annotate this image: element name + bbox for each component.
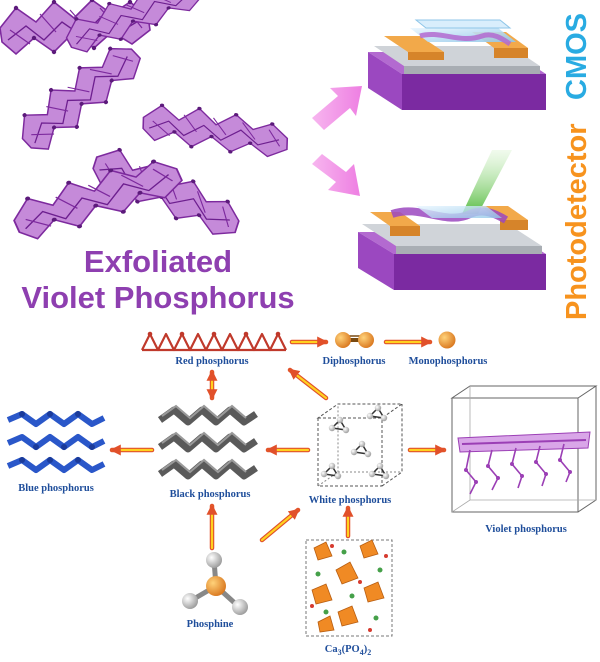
white-phosphorus-structure [316,403,404,487]
phosphine-structure [182,552,248,615]
monophosphorus-structure [438,331,456,349]
diphosphorus-structure [335,332,374,348]
conversion-arrows [109,336,447,551]
blue-phosphorus-label: Blue phosphorus [18,483,94,494]
arrow-phosphine-to-white [259,507,301,543]
photodetector-device-illustration [358,150,546,290]
cmos-device-illustration [368,19,546,110]
black-phosphorus-structure [157,404,258,480]
p4-tetrahedra [320,404,390,480]
white-phosphorus-label: White phosphorus [309,495,392,506]
calcium-phosphate-label: Ca3(PO4)2 [325,644,371,657]
blue-phosphorus-structure [6,411,106,473]
violet-phosphorus-structure [450,385,598,513]
violet-phosphorus-flakes [0,0,293,252]
red-phosphorus-structure [141,331,287,352]
calcium-phosphate-structure [305,539,393,637]
red-phosphorus-label: Red phosphorus [175,356,248,367]
cmos-label: CMOS [561,13,593,100]
monophosphorus-label: Monophosphorus [409,356,488,367]
pink-arrow-lower [312,154,360,196]
diphosphorus-label: Diphosphorus [322,356,385,367]
pink-arrow-upper [312,86,362,130]
title-line-1: Exfoliated [84,244,232,279]
title-line-2: Violet Phosphorus [21,280,294,315]
violet-phosphorus-label: Violet phosphorus [485,524,567,535]
black-phosphorus-label: Black phosphorus [170,489,251,500]
phosphine-label: Phosphine [187,619,234,630]
arrow-white-to-red [287,367,329,401]
photodetector-label: Photodetector [561,123,593,320]
